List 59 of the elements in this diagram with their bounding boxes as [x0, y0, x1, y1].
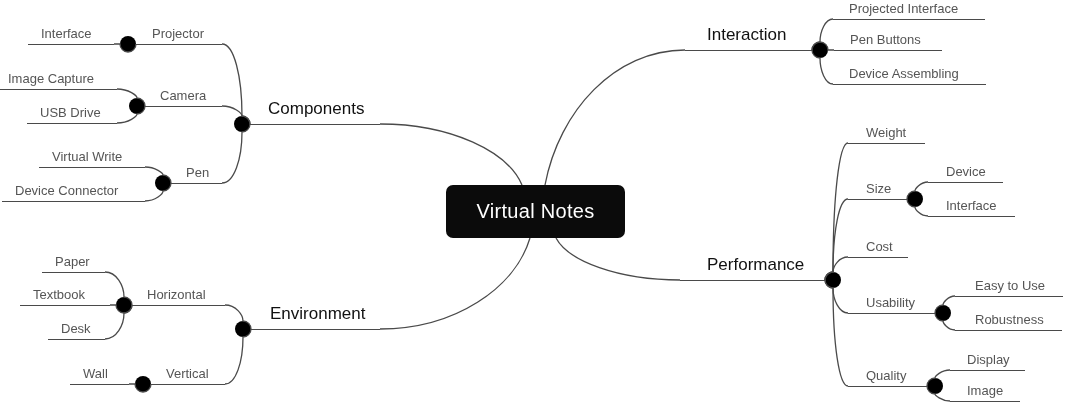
branch-line — [128, 383, 152, 393]
branch-line — [116, 88, 146, 107]
branch-line — [544, 49, 686, 186]
subtopic-label: Vertical — [151, 367, 225, 385]
branch-line — [824, 256, 849, 281]
subtopic-label: Paper — [42, 255, 105, 273]
branch-line — [379, 123, 523, 186]
branch-line — [221, 105, 251, 125]
main-topic-label: Environment — [251, 304, 380, 330]
main-topic-label: Components — [250, 99, 380, 125]
subtopic-label: Desk — [48, 322, 105, 340]
subtopic-label: Easy to Use — [955, 279, 1063, 297]
branch-line — [379, 237, 531, 330]
branch-line — [116, 105, 146, 124]
subtopic-label: Interface — [28, 27, 114, 45]
main-topic-label: Interaction — [685, 25, 812, 51]
subtopic-label: Image — [950, 384, 1020, 402]
branch-line — [824, 279, 849, 387]
subtopic-label: Textbook — [20, 288, 110, 306]
subtopic-label: Cost — [848, 240, 908, 258]
subtopic-label: Wall — [70, 367, 129, 385]
subtopic-label: USB Drive — [27, 106, 117, 124]
subtopic-label: Pen Buttons — [834, 33, 942, 51]
branch-line — [906, 198, 929, 217]
branch-line — [144, 182, 172, 202]
subtopic-label: Usability — [848, 296, 935, 314]
subtopic-label: Projected Interface — [833, 2, 985, 20]
subtopic-label: Projector — [136, 27, 222, 45]
branch-line — [926, 385, 951, 402]
branch-line — [555, 237, 681, 281]
branch-line — [144, 166, 172, 184]
subtopic-label: Horizontal — [132, 288, 225, 306]
branch-line — [113, 43, 137, 53]
subtopic-label: Weight — [848, 126, 925, 144]
subtopic-label: Quality — [848, 369, 927, 387]
branch-line — [926, 369, 951, 387]
subtopic-label: Robustness — [955, 313, 1062, 331]
branch-line — [934, 295, 956, 314]
branch-line — [934, 312, 956, 331]
branch-line — [221, 123, 251, 184]
central-topic: Virtual Notes — [446, 185, 625, 238]
subtopic-label: Device — [928, 165, 1003, 183]
branch-line — [906, 181, 929, 200]
branch-line — [811, 41, 835, 51]
branch-line — [224, 328, 252, 385]
subtopic-label: Image Capture — [0, 72, 117, 90]
subtopic-label: Virtual Write — [39, 150, 145, 168]
subtopic-label: Size — [848, 182, 907, 200]
subtopic-label: Interface — [928, 199, 1015, 217]
subtopic-label: Camera — [145, 89, 222, 107]
branch-line — [104, 271, 133, 306]
subtopic-label: Device Assembling — [833, 67, 986, 85]
subtopic-label: Pen — [171, 166, 222, 184]
subtopic-label: Display — [950, 353, 1025, 371]
subtopic-label: Device Connector — [2, 184, 145, 202]
main-topic-label: Performance — [680, 255, 825, 281]
branch-line — [811, 49, 834, 85]
branch-line — [104, 304, 133, 340]
branch-line — [224, 304, 252, 330]
